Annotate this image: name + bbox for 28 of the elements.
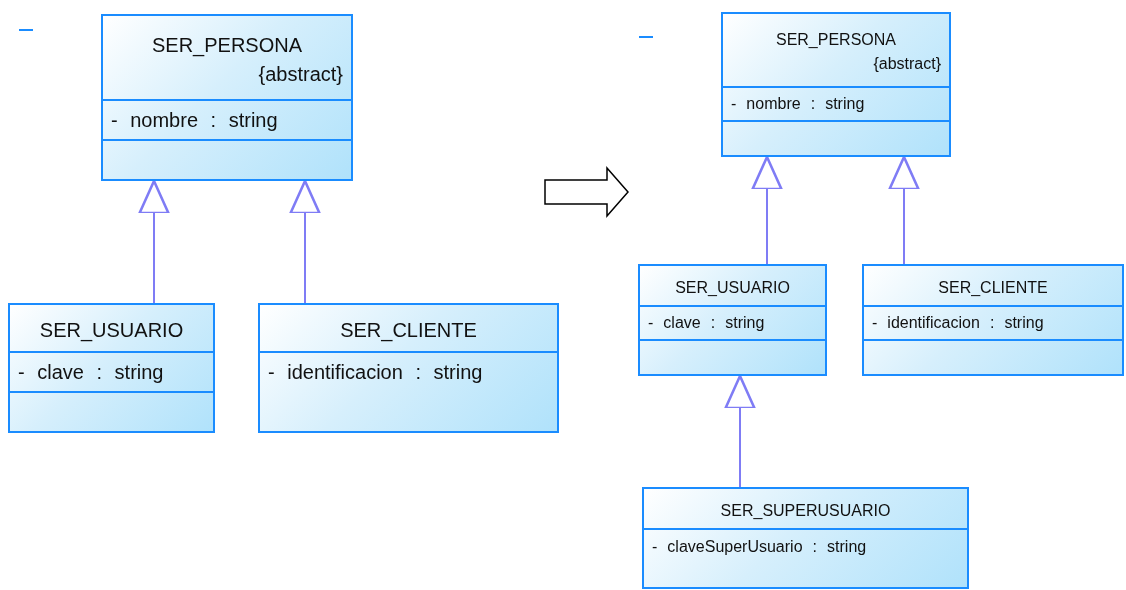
attribute-text: - clave : string <box>648 314 766 332</box>
attribute-text: - identificacion : string <box>872 314 1045 332</box>
generalization-arrow <box>138 179 170 304</box>
class-name: SER_USUARIO <box>675 278 790 297</box>
generalization-arrow <box>751 155 783 265</box>
generalization-arrow <box>289 179 321 304</box>
class-box <box>642 487 969 589</box>
attribute-text: - clave : string <box>18 360 165 384</box>
class-name: SER_CLIENTE <box>938 278 1048 297</box>
attribute-text: - claveSuperUsuario : string <box>652 538 868 556</box>
class-box <box>862 264 1124 376</box>
class-box <box>721 12 951 157</box>
class-box <box>638 264 827 376</box>
class-box <box>101 14 353 181</box>
stereotype-label: {abstract} <box>258 62 343 86</box>
attribute-text: - nombre : string <box>731 95 866 113</box>
class-name: SER_PERSONA <box>151 33 303 57</box>
stereotype-label: {abstract} <box>873 55 941 73</box>
class-box <box>258 303 559 433</box>
attribute-text: - identificacion : string <box>268 361 484 384</box>
class-name: SER_CLIENTE <box>340 318 477 342</box>
generalization-arrow <box>888 155 920 265</box>
generalization-arrow <box>724 374 756 488</box>
class-name: SER_USUARIO <box>39 318 184 342</box>
class-name: SER_SUPERUSUARIO <box>720 501 891 520</box>
class-box <box>8 303 215 433</box>
attribute-text: - nombre : string <box>111 108 279 132</box>
class-name: SER_PERSONA <box>775 31 896 49</box>
